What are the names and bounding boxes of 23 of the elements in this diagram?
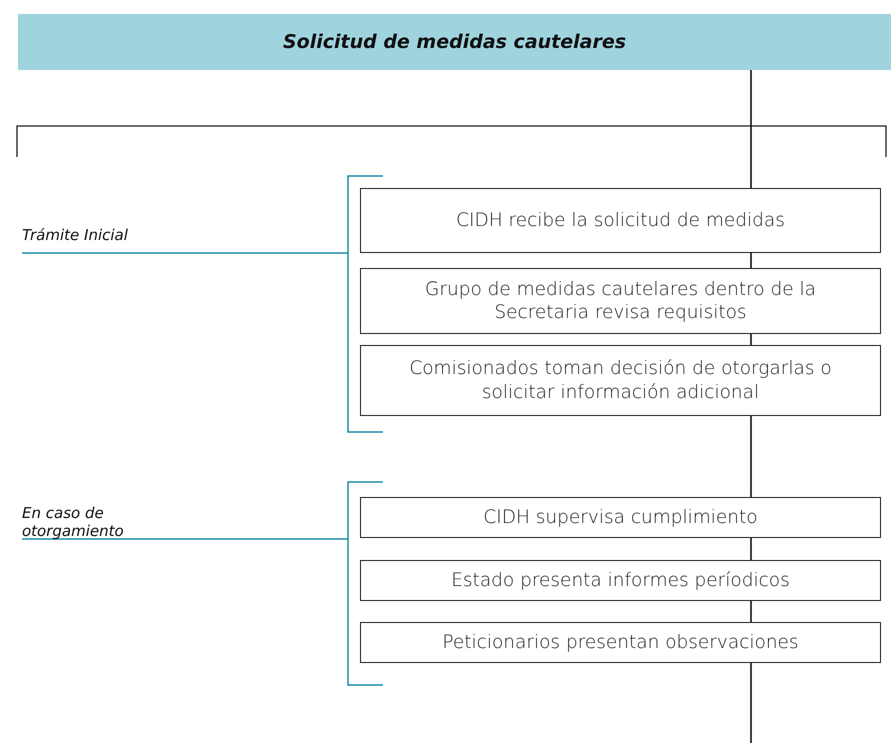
phase-label: En caso de otorgamiento	[22, 504, 125, 540]
step-text: CIDH supervisa cumplimiento	[482, 506, 759, 530]
title-text: Solicitud de medidas cautelares	[282, 31, 626, 53]
step-text: Grupo de medidas cautelares dentro de la Secretaria revisa requisitos	[424, 278, 817, 324]
step-text: Estado presenta informes períodicos	[450, 568, 791, 592]
connector-line	[750, 538, 752, 560]
step-text: CIDH recibe la solicitud de medidas	[455, 208, 786, 232]
phase-label: Trámite Inicial	[22, 226, 129, 244]
connector-line	[750, 334, 752, 345]
connector-line	[750, 601, 752, 622]
connector-line	[750, 663, 752, 743]
process-box	[360, 268, 881, 334]
process-box	[360, 560, 881, 601]
connector-line	[750, 70, 752, 188]
title-band	[18, 14, 891, 70]
process-box	[360, 345, 881, 416]
connector-line	[750, 416, 752, 497]
process-box	[360, 188, 881, 253]
process-box	[360, 622, 881, 663]
step-text: Peticionarios presentan observaciones	[441, 630, 800, 654]
process-box	[360, 497, 881, 538]
connector-line	[750, 253, 752, 268]
step-text: Comisionados toman decisión de otorgarlas o solicitar información adicional	[408, 357, 833, 404]
